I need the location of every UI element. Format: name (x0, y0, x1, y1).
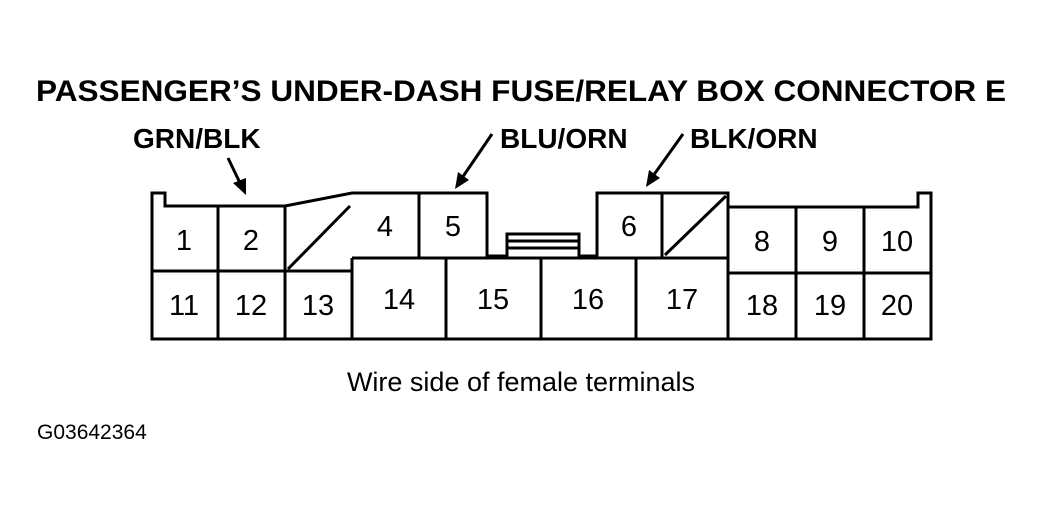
terminal-6: 6 (621, 211, 637, 243)
figure-code: G03642364 (37, 421, 147, 444)
terminal-2: 2 (243, 225, 259, 257)
unused-cavity-7 (663, 194, 728, 257)
terminal-18: 18 (746, 290, 778, 322)
terminal-16: 16 (572, 284, 604, 316)
wire-label-blk-orn: BLK/ORN (690, 123, 818, 154)
terminal-10: 10 (881, 226, 913, 258)
leader-arrow-blu-orn (455, 133, 494, 189)
unused-cavity-3 (286, 204, 352, 271)
terminal-13: 13 (302, 290, 334, 322)
wire-label-blu-orn: BLU/ORN (500, 123, 628, 154)
terminal-17: 17 (666, 284, 698, 316)
wire-label-grn-blk: GRN/BLK (133, 123, 261, 154)
caption: Wire side of female terminals (347, 367, 695, 397)
terminal-8: 8 (754, 226, 770, 258)
leader-arrow-blk-orn (646, 133, 685, 187)
terminal-20: 20 (881, 290, 913, 322)
terminal-12: 12 (235, 290, 267, 322)
diagram-title: PASSENGER’S UNDER-DASH FUSE/RELAY BOX CO… (36, 75, 1006, 108)
terminal-15: 15 (477, 284, 509, 316)
terminal-19: 19 (814, 290, 846, 322)
cavity-grid (152, 193, 931, 339)
latch-tab (507, 239, 579, 250)
leader-arrow-grn-blk (226, 157, 246, 195)
terminal-11: 11 (169, 290, 199, 322)
terminal-5: 5 (445, 211, 461, 243)
connector-outline (150, 191, 933, 341)
terminal-9: 9 (822, 226, 838, 258)
terminal-4: 4 (377, 211, 393, 243)
terminal-1: 1 (176, 225, 192, 257)
terminal-14: 14 (383, 284, 415, 316)
